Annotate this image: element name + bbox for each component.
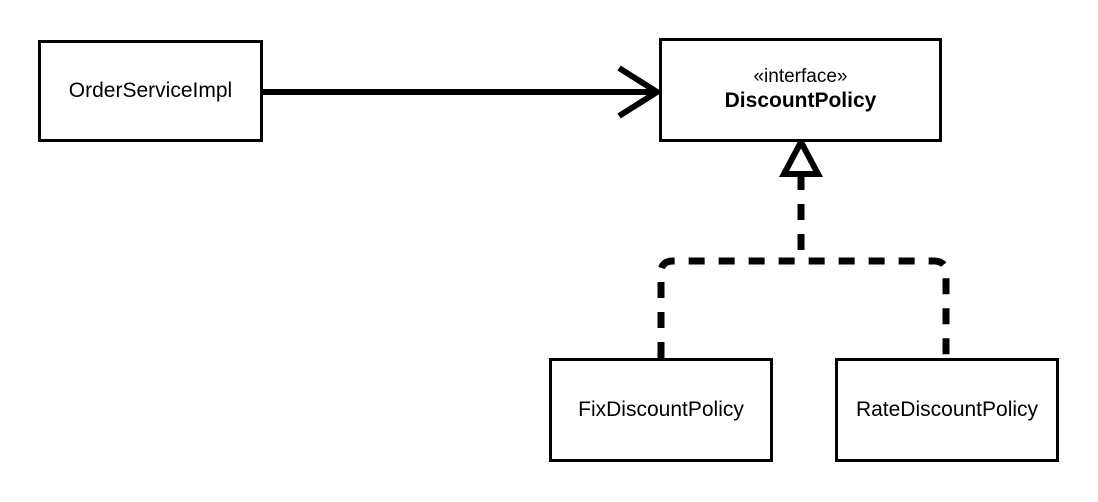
class-name-order-service-impl: OrderServiceImpl xyxy=(68,78,233,102)
class-box-rate-discount-policy[interactable]: RateDiscountPolicy xyxy=(835,358,1059,462)
class-box-order-service-impl[interactable]: OrderServiceImpl xyxy=(38,40,263,142)
class-stereotype-discount-policy: «interface» xyxy=(753,66,848,88)
realization-branch-line xyxy=(657,257,950,358)
class-box-discount-policy[interactable]: «interface» DiscountPolicy xyxy=(659,38,942,142)
class-name-fix-discount-policy: FixDiscountPolicy xyxy=(578,397,744,421)
class-name-discount-policy: DiscountPolicy xyxy=(724,89,877,113)
hollow-triangle-arrowhead-icon xyxy=(779,135,823,177)
open-arrowhead-icon xyxy=(617,65,663,119)
connector-dependency-order-to-discount xyxy=(263,65,663,119)
class-box-fix-discount-policy[interactable]: FixDiscountPolicy xyxy=(549,358,773,462)
class-name-rate-discount-policy: RateDiscountPolicy xyxy=(855,397,1039,421)
connector-realization-tree xyxy=(657,135,950,358)
